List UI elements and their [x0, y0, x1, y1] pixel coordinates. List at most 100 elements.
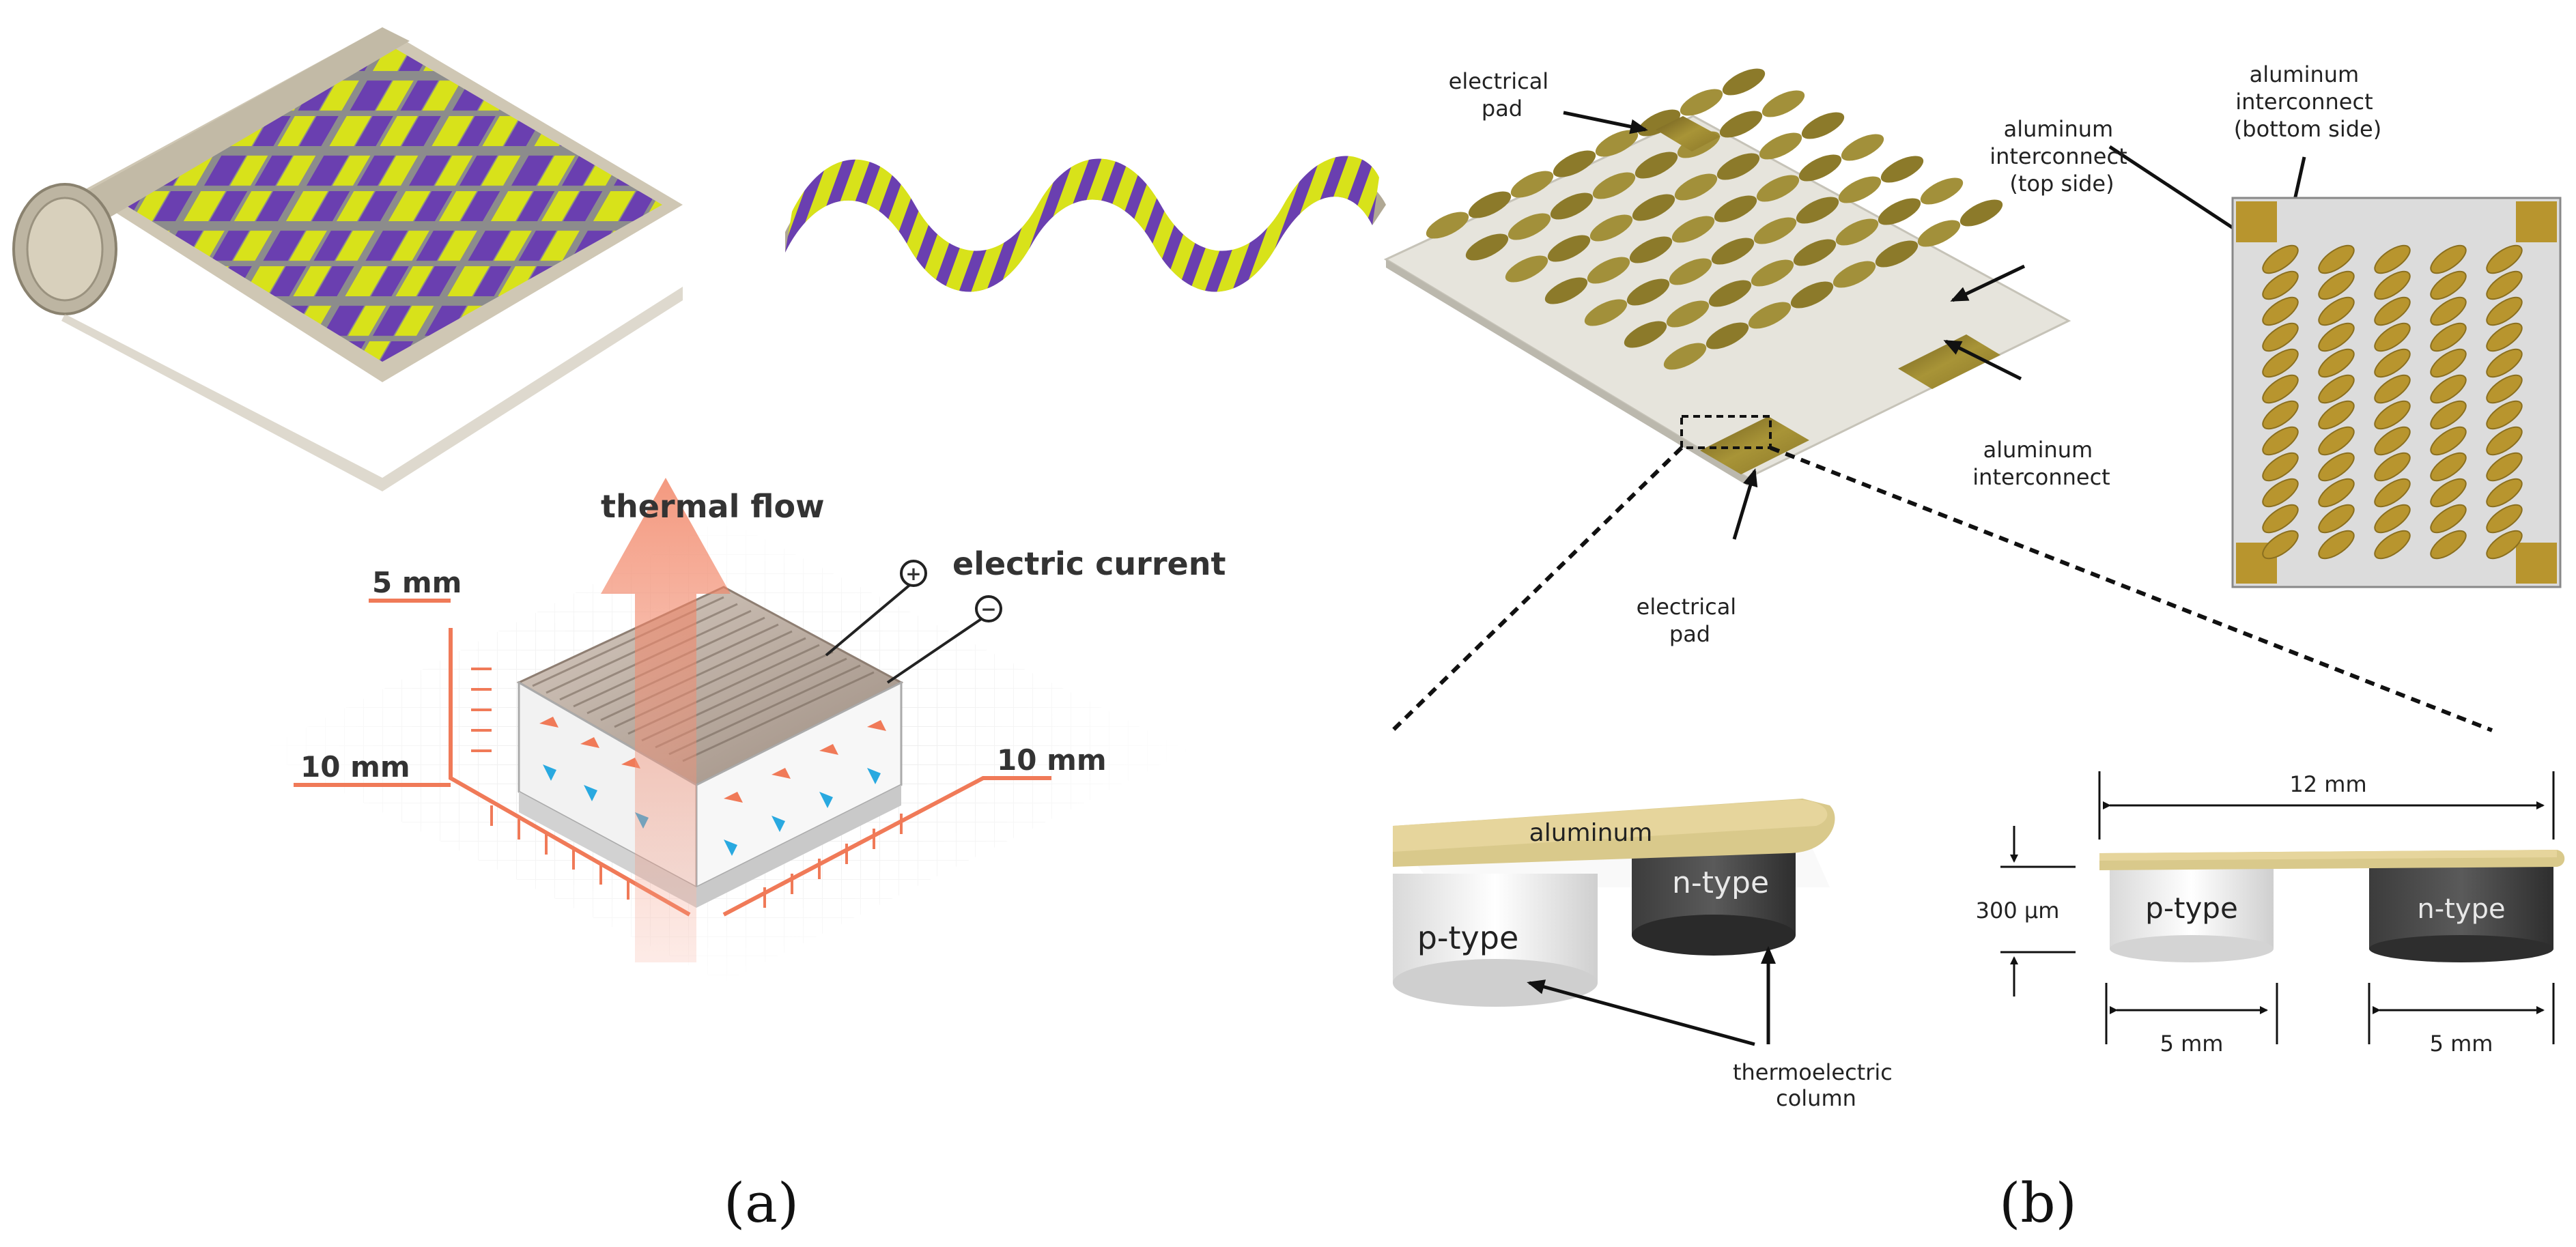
interconnect-pad — [1751, 259, 1794, 287]
dim-right-label: 10 mm — [997, 743, 1107, 777]
interconnect-pad — [1798, 154, 1842, 182]
bottom-interconnect — [2430, 530, 2467, 560]
p-type-label-perspective: p-type — [1417, 919, 1519, 956]
dim-height-label: 5 mm — [372, 566, 462, 599]
bottom-interconnect — [2318, 322, 2355, 352]
bottom-interconnect — [2430, 322, 2467, 352]
interconnect-pad — [1835, 218, 1879, 246]
bottom-interconnect — [2262, 244, 2299, 274]
interconnect-pad — [1719, 111, 1763, 138]
wavy-module-illustration — [785, 156, 1386, 292]
zoom-lines — [1391, 446, 2493, 732]
bottom-interconnect — [2262, 530, 2299, 560]
interconnect-pad — [1959, 199, 2003, 227]
bottom-interconnect — [2318, 426, 2355, 456]
interconnect-pad — [1629, 236, 1673, 263]
interconnect-pad — [1875, 240, 1919, 268]
bottom-interconnect — [2430, 348, 2467, 378]
bottom-interconnect — [2486, 400, 2523, 430]
interconnect-pad — [1465, 233, 1509, 261]
interconnect-pad — [1544, 277, 1588, 304]
interconnect-pad — [1801, 112, 1845, 139]
bottom-interconnect — [2374, 322, 2411, 352]
bottom-interconnect — [2262, 452, 2299, 482]
pair-side-view — [2099, 850, 2565, 962]
interconnect-pad — [1759, 132, 1802, 160]
bottom-interconnect — [2374, 452, 2411, 482]
aluminum-label-perspective: aluminum — [1529, 819, 1653, 847]
thermoelectric-column-label: thermoelectric column — [1733, 1059, 1899, 1111]
interconnect-pad — [1671, 216, 1715, 243]
bottom-interconnect — [2318, 348, 2355, 378]
rolled-module-illustration — [12, 27, 683, 491]
interconnect-pad — [1634, 152, 1678, 179]
bottom-interconnect — [2430, 296, 2467, 326]
bottom-interconnect — [2374, 374, 2411, 404]
interconnect-pad — [1705, 322, 1749, 349]
n-type-label-side: n-type — [2417, 893, 2505, 925]
bottom-interconnect — [2318, 452, 2355, 482]
bottom-interconnect — [2318, 478, 2355, 508]
bottom-interconnect — [2318, 504, 2355, 534]
bottom-interconnect — [2430, 400, 2467, 430]
bottom-interconnect — [2486, 374, 2523, 404]
bottom-interconnect — [2430, 270, 2467, 300]
bottom-interconnect — [2486, 348, 2523, 378]
interconnect-pad — [1547, 235, 1591, 262]
dim-300um-label: 300 µm — [1976, 898, 2060, 923]
interconnect-pad — [1793, 239, 1837, 266]
interconnect-pad — [1426, 212, 1469, 239]
bottom-interconnect — [2262, 400, 2299, 430]
bottom-interconnect — [2486, 504, 2523, 534]
interconnect-pad — [1716, 153, 1760, 180]
zoom-box — [1680, 415, 1772, 449]
dimension-lines — [2000, 771, 2555, 1044]
bottom-interconnect — [2262, 374, 2299, 404]
interconnect-pad — [1595, 130, 1639, 157]
bottom-interconnect — [2486, 530, 2523, 560]
bottom-interconnect — [2486, 244, 2523, 274]
interconnect-pad — [1748, 302, 1792, 329]
interconnect-pad — [1680, 89, 1723, 116]
interconnect-pad — [1589, 214, 1633, 242]
interconnect-pad — [1669, 258, 1712, 285]
bottom-interconnect — [2374, 244, 2411, 274]
interconnect-pad — [1761, 90, 1805, 117]
bottom-interconnect — [2262, 504, 2299, 534]
interconnect-pad — [1790, 281, 1834, 309]
interconnect-pad — [1756, 175, 1800, 202]
caption-b: (b) — [1999, 1171, 2077, 1235]
interconnect-pad — [1626, 278, 1670, 306]
electrical-pad-bottom-label: electrical pad — [1637, 594, 1744, 647]
interconnect-pad — [1510, 171, 1554, 198]
bottom-interconnect — [2262, 348, 2299, 378]
p-type-label-side: p-type — [2145, 891, 2238, 925]
interconnect-pad — [1674, 173, 1718, 201]
bottom-interconnect — [2430, 504, 2467, 534]
bottom-interconnect — [2486, 296, 2523, 326]
interconnect-pad — [1663, 343, 1707, 370]
interconnect-pad — [1505, 255, 1548, 283]
bottom-interconnect — [2262, 478, 2299, 508]
interconnect-pad — [1637, 109, 1681, 137]
interconnect-pad — [1553, 150, 1596, 177]
interconnect-pad — [1838, 176, 1882, 203]
caption-a: (a) — [724, 1171, 799, 1235]
minus-sign: − — [980, 598, 996, 620]
thermal-flow-arrow — [601, 478, 731, 962]
interconnect-pad — [1584, 299, 1628, 326]
electrical-pads — [1656, 116, 2000, 474]
dimension-rulers — [294, 599, 1051, 917]
bottom-interconnect-chain — [2262, 244, 2523, 560]
bottom-interconnect — [2430, 374, 2467, 404]
bottom-interconnect — [2262, 296, 2299, 326]
interconnect-pad — [1841, 134, 1884, 161]
interconnect-pad-array — [1426, 68, 2003, 370]
bottom-side-layout — [2231, 197, 2562, 588]
bottom-interconnect — [2486, 270, 2523, 300]
electric-current-label: electric current — [952, 545, 1226, 582]
panel-b: electrical pad aluminum interconnect (to… — [1383, 61, 2565, 1235]
column-callout-arrows — [1527, 946, 1776, 1046]
al-interconnect-label: aluminum interconnect — [1972, 437, 2110, 490]
interconnect-pad — [1624, 321, 1667, 348]
